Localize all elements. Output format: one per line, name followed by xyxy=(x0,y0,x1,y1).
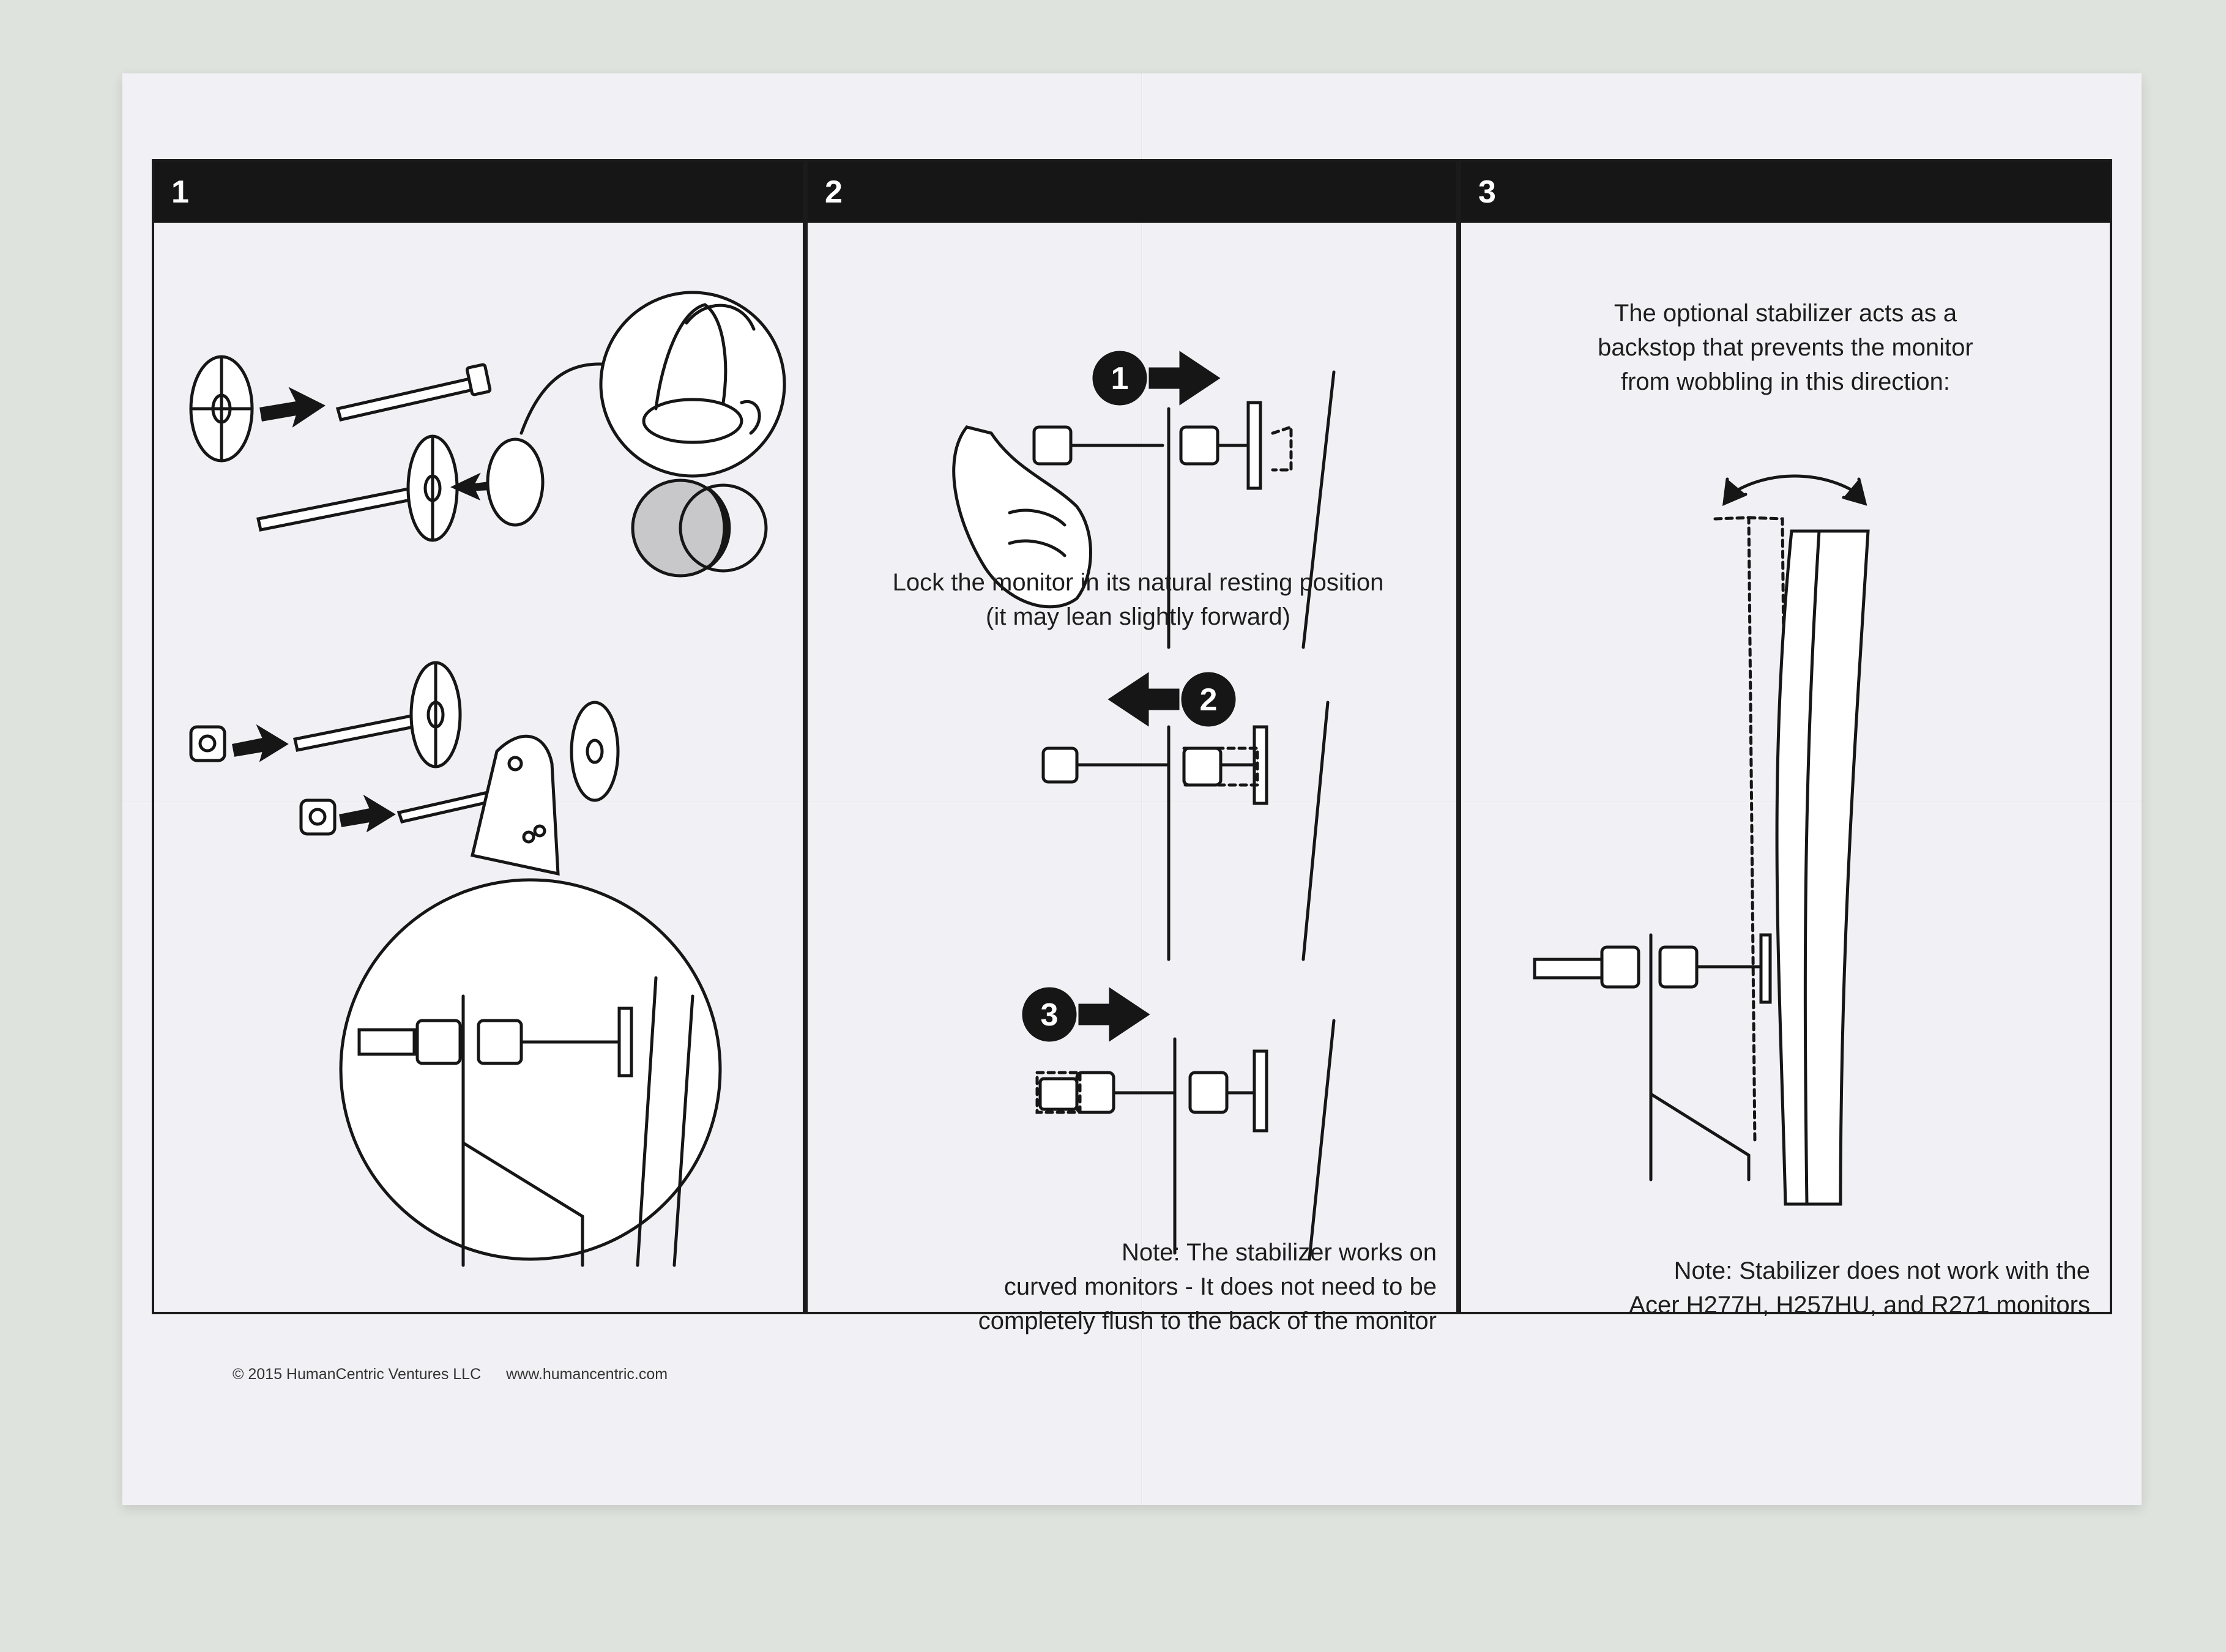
step-panel-1: 1 xyxy=(152,159,805,1314)
knob-icon xyxy=(189,725,226,762)
instruction-sheet: 1 xyxy=(122,73,2142,1505)
step-badge-3: 3 xyxy=(1022,987,1077,1042)
step-panel-2: 2 1 xyxy=(805,159,1459,1334)
step-panel-3: 3 The optional stabilizer acts as a back… xyxy=(1459,159,2112,1319)
website-link[interactable]: www.humancentric.com xyxy=(506,1366,668,1383)
caption-main: Lock the monitor in its natural resting … xyxy=(892,569,1384,596)
wobble-illustration xyxy=(1533,474,1870,1206)
copyright-text: © 2015 HumanCentric Ventures LLC xyxy=(233,1366,482,1383)
double-arrow-icon xyxy=(1729,474,1861,496)
stabilizer-assembly xyxy=(1041,701,1330,961)
assembly-illustration xyxy=(189,291,786,1267)
bolt-with-disc-icon xyxy=(256,434,459,542)
stabilizer-assembly xyxy=(1533,933,1772,1181)
note-line: completely flush to the back of the moni… xyxy=(978,1308,1437,1334)
installed-detail-magnifier xyxy=(339,878,722,1267)
svg-text:2: 2 xyxy=(1200,682,1218,718)
note-line: Note: Stabilizer does not work with the xyxy=(1673,1257,2090,1284)
adhesive-pad-icon xyxy=(486,437,545,527)
bolt-with-disc-icon xyxy=(293,661,462,768)
lock-monitor-illustration: 1 2 xyxy=(952,351,1336,1261)
horizontal-fold xyxy=(122,802,2142,803)
panel-2-caption: Lock the monitor in its natural resting … xyxy=(844,565,1432,634)
mounting-plate-icon xyxy=(396,701,620,876)
panel-3-note: Note: Stabilizer does not work with the … xyxy=(1478,1254,2090,1322)
bolt-icon xyxy=(335,363,492,422)
step-badge-1: 1 xyxy=(1092,351,1147,406)
step-badge-2: 2 xyxy=(1181,672,1236,727)
caption-sub: (it may lean slightly forward) xyxy=(986,603,1290,630)
panel-header-1: 1 xyxy=(154,162,803,223)
caption-line: The optional stabilizer acts as a xyxy=(1614,300,1957,327)
stabilizer-assembly xyxy=(1035,1019,1336,1261)
arrow-icon xyxy=(232,724,289,762)
panel-number: 3 xyxy=(1478,174,1496,210)
caption-line: backstop that prevents the monitor xyxy=(1598,334,1973,361)
svg-text:1: 1 xyxy=(1111,361,1129,396)
svg-text:3: 3 xyxy=(1041,997,1059,1033)
note-line: Acer H277H, H257HU, and R271 monitors xyxy=(1629,1292,2090,1319)
pad-front-back-icon xyxy=(631,478,768,578)
peel-detail-magnifier xyxy=(599,291,786,478)
arrow-right-icon xyxy=(1078,987,1150,1042)
note-line: Note: The stabilizer works on xyxy=(1121,1239,1437,1266)
arrow-icon xyxy=(259,387,326,428)
monitor-profile-icon xyxy=(1713,516,1870,1206)
stabilizer-assembly xyxy=(1032,370,1336,649)
foot-disc-icon xyxy=(189,355,254,463)
panel-header-2: 2 xyxy=(808,162,1456,223)
arrow-icon xyxy=(339,794,396,833)
arrow-right-icon xyxy=(1148,351,1221,406)
arrow-left-icon xyxy=(1107,672,1180,727)
hand-icon xyxy=(952,425,1092,609)
panel-number: 2 xyxy=(825,174,843,210)
caption-line: from wobbling in this direction: xyxy=(1620,368,1951,395)
panel-header-3: 3 xyxy=(1461,162,2110,223)
note-line: curved monitors - It does not need to be xyxy=(1003,1273,1437,1300)
panel-3-caption: The optional stabilizer acts as a backst… xyxy=(1535,296,2036,399)
panel-number: 1 xyxy=(171,174,189,210)
knob-icon xyxy=(299,798,337,836)
panel-2-note: Note: The stabilizer works on curved mon… xyxy=(825,1235,1437,1338)
footer: © 2015 HumanCentric Ventures LLC www.hum… xyxy=(233,1366,688,1383)
vertical-fold xyxy=(1141,73,1143,1505)
